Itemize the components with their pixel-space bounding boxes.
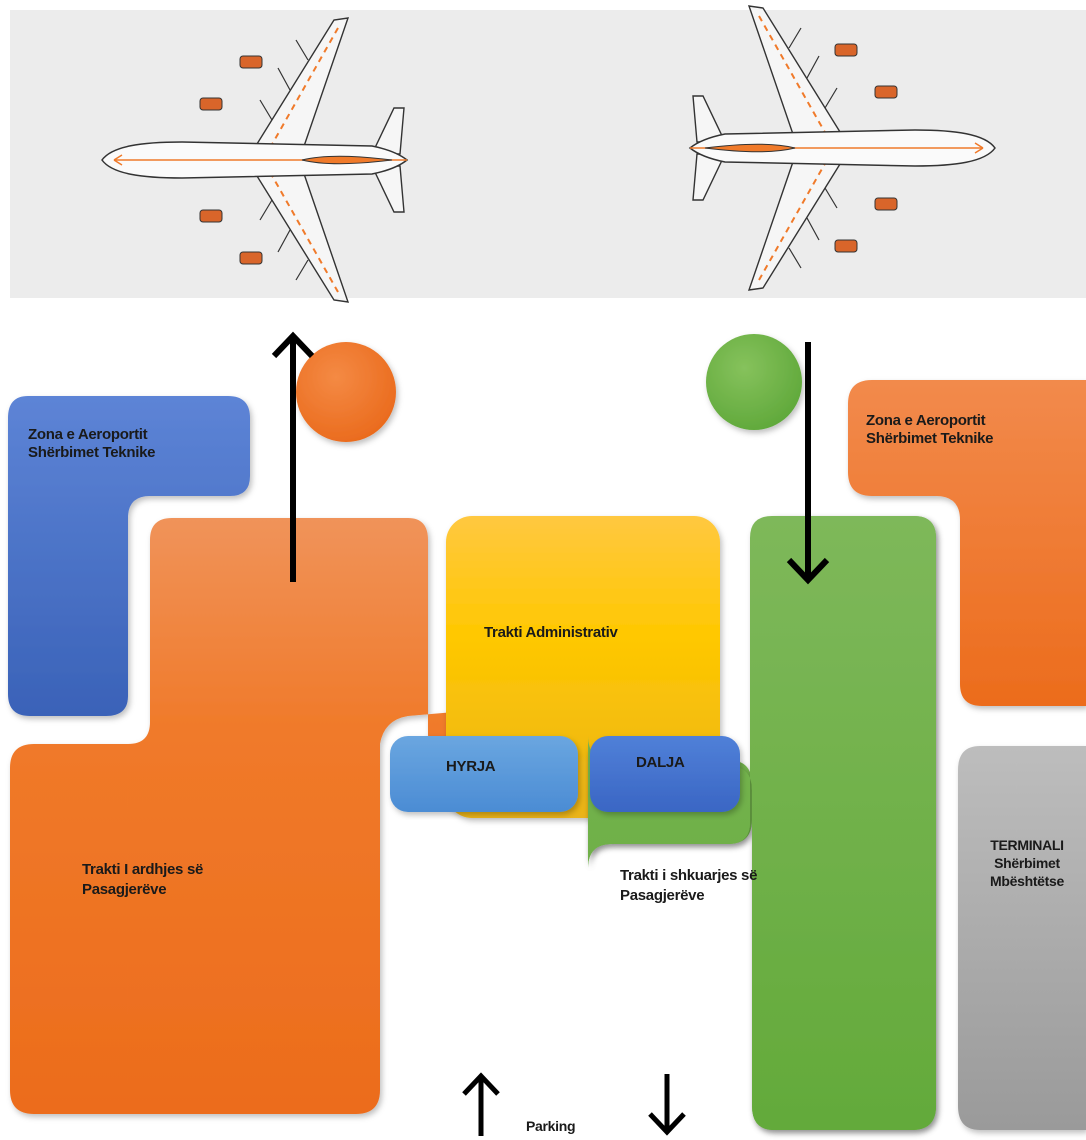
- airplane-icon: [101, 17, 408, 303]
- departures-zone-body: [588, 516, 936, 1130]
- entrance-label: HYRJA: [446, 758, 496, 775]
- arrow-up-icon: [271, 331, 315, 582]
- admin-zone-label: Trakti Administrativ: [484, 624, 618, 641]
- terminal-zone-shape: [958, 746, 1086, 1130]
- exit-label: DALJA: [636, 754, 685, 771]
- tech-zone-right-shape: [848, 380, 1086, 706]
- arrow-down-icon: [648, 1074, 686, 1136]
- arrow-down-icon: [786, 342, 830, 585]
- tech-zone-left-shape: [8, 396, 250, 716]
- departure-marker-circle: [706, 334, 802, 430]
- airplane-icon: [689, 5, 996, 291]
- tech-zone-right-label: Zona e Aeroportit Shërbimet Teknike: [866, 412, 994, 447]
- departures-zone-label: Trakti i shkuarjes së Pasagjerëve: [620, 867, 758, 904]
- arrivals-zone-shape: [10, 518, 576, 1114]
- parking-label: Parking: [526, 1118, 576, 1134]
- entrance-box: [390, 736, 578, 812]
- arrivals-zone-label: Trakti I ardhjes së Pasagjerëve: [82, 861, 204, 898]
- exit-box: [590, 736, 740, 812]
- arrow-up-icon: [462, 1072, 500, 1136]
- arrival-marker-circle: [296, 342, 396, 442]
- terminal-zone-label: TERMINALI Shërbimet Mbështëtse: [989, 837, 1065, 889]
- tech-zone-left-label: Zona e Aeroportit Shërbimet Teknike: [28, 426, 156, 461]
